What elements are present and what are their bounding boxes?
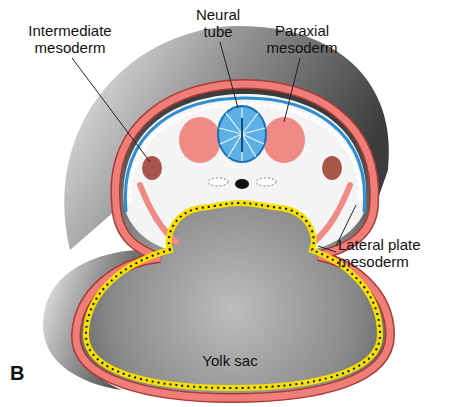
intermediate-mesoderm-right [322, 156, 342, 180]
neural-canal [241, 118, 243, 152]
lateral-plate-right [314, 185, 350, 242]
notochord [235, 179, 249, 189]
structure-label: Intermediate mesoderm [20, 22, 120, 56]
paraxial-mesoderm-left [179, 117, 221, 163]
structure-label: Lateral plate mesoderm [338, 236, 438, 270]
endoderm-layer [86, 203, 380, 388]
intermediate-mesoderm-left [142, 156, 162, 180]
neural-tube [218, 106, 266, 162]
structure-label: Yolk sac [190, 352, 270, 369]
dorsal-aorta-right [256, 178, 276, 186]
endoderm-dots [86, 203, 380, 388]
paraxial-mesoderm-right [263, 117, 305, 163]
body-wall [124, 94, 367, 250]
leader-lines [72, 42, 356, 252]
panel-letter: B [10, 362, 50, 384]
ectoderm-line [125, 98, 364, 212]
dorsal-aorta-left [208, 178, 228, 186]
structure-label: Paraxial mesoderm [262, 22, 342, 56]
neural-tube-rays [219, 108, 265, 161]
structure-label: Neural tube [188, 6, 248, 40]
